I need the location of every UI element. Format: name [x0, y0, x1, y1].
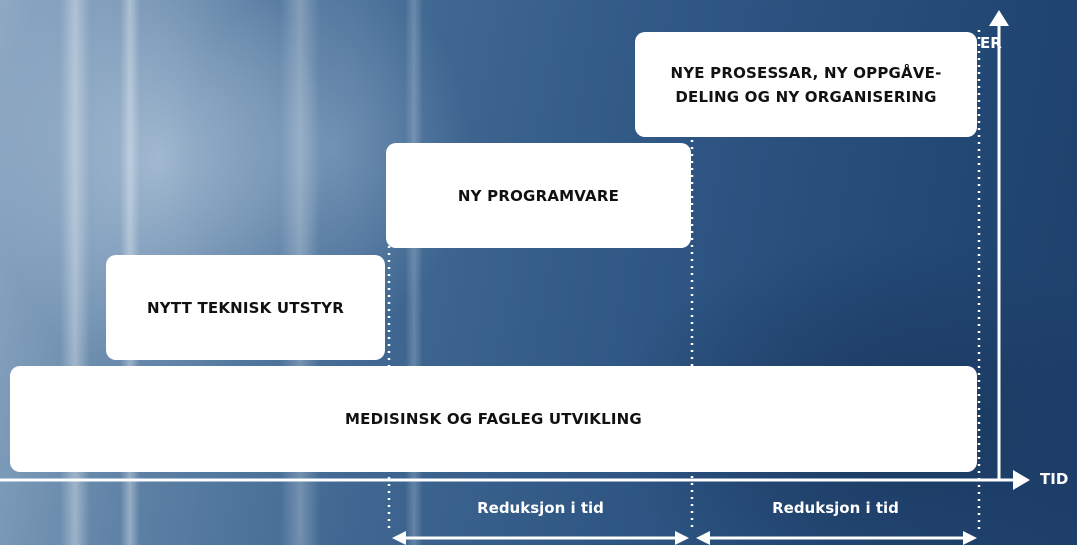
x-axis-label: TID [1040, 470, 1069, 488]
x-axis-arrowhead [1013, 470, 1030, 490]
y-axis-arrowhead [989, 10, 1009, 26]
stage-label: MEDISINSK OG FAGLEG UTVIKLING [345, 410, 642, 428]
stage-label: NY PROGRAMVARE [457, 186, 620, 205]
duration-arrow-2-left-head [696, 531, 710, 545]
duration-label-1: Reduksjon i tid [477, 499, 604, 517]
stage-box-medical-development: MEDISINSK OG FAGLEG UTVIKLING [10, 366, 977, 472]
stage-box-processes-organisation: NYE PROSESSAR, NY OPPGÅVE- DELING OG NY … [635, 32, 977, 137]
duration-label-2: Reduksjon i tid [772, 499, 899, 517]
y-axis-label-fragment: ER [980, 34, 1002, 52]
duration-arrow-1-left-head [392, 531, 406, 545]
duration-arrow-1-right-head [675, 531, 689, 545]
stage-box-software: NY PROGRAMVARE [386, 143, 691, 248]
stage-label: NYE PROSESSAR, NY OPPGÅVE- DELING OG NY … [670, 63, 942, 106]
duration-arrow-2-right-head [963, 531, 977, 545]
stage-label: NYTT TEKNISK UTSTYR [147, 298, 344, 317]
stage-box-technical-equipment: NYTT TEKNISK UTSTYR [106, 255, 385, 360]
